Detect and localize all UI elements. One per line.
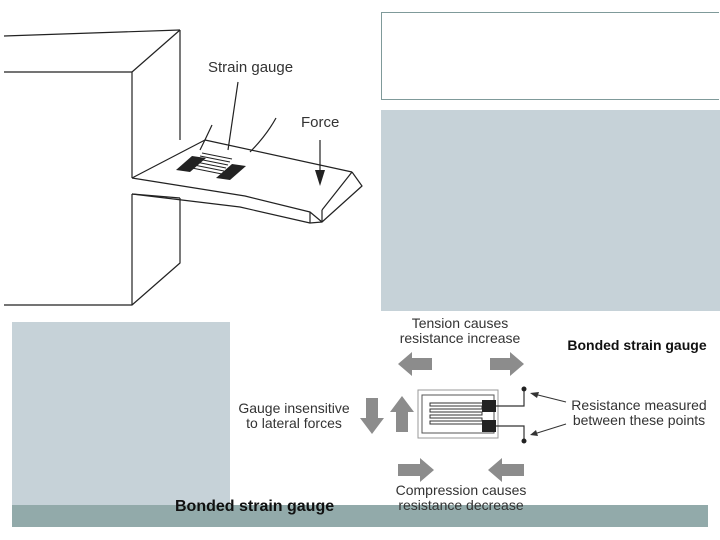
tension-arrow-left [398, 352, 432, 376]
top-right-gray-panel [381, 110, 720, 311]
tension-line2: resistance increase [399, 330, 521, 346]
resistance-line2: between these points [572, 412, 706, 428]
resistance-label: Resistance measured between these points [564, 398, 714, 428]
compression-line2: resistance decrease [398, 497, 524, 513]
bottom-left-gray-panel [12, 322, 230, 505]
lateral-label: Gauge insensitive to lateral forces [228, 401, 360, 431]
compression-line1: Compression causes [395, 482, 527, 498]
tension-arrow-right [490, 352, 524, 376]
tension-label: Tension causes resistance increase [380, 316, 540, 346]
lateral-line1: Gauge insensitive [238, 400, 350, 416]
lateral-arrow-up [390, 396, 414, 432]
bottom-teal-bar [12, 505, 708, 527]
tension-line1: Tension causes [411, 315, 509, 331]
lateral-line2: to lateral forces [246, 415, 342, 431]
caption-left: Bonded strain gauge [175, 498, 335, 515]
resistance-line1: Resistance measured [571, 397, 707, 413]
strain-gauge-label: Strain gauge [208, 59, 294, 76]
lateral-arrow-down [360, 398, 384, 434]
top-right-outline-panel [381, 12, 719, 100]
compression-arrow-left [488, 458, 524, 482]
diagram-title: Bonded strain gauge [567, 337, 707, 353]
compression-label: Compression causes resistance decrease [381, 483, 541, 513]
force-label: Force [301, 114, 340, 131]
compression-arrow-right [398, 458, 434, 482]
